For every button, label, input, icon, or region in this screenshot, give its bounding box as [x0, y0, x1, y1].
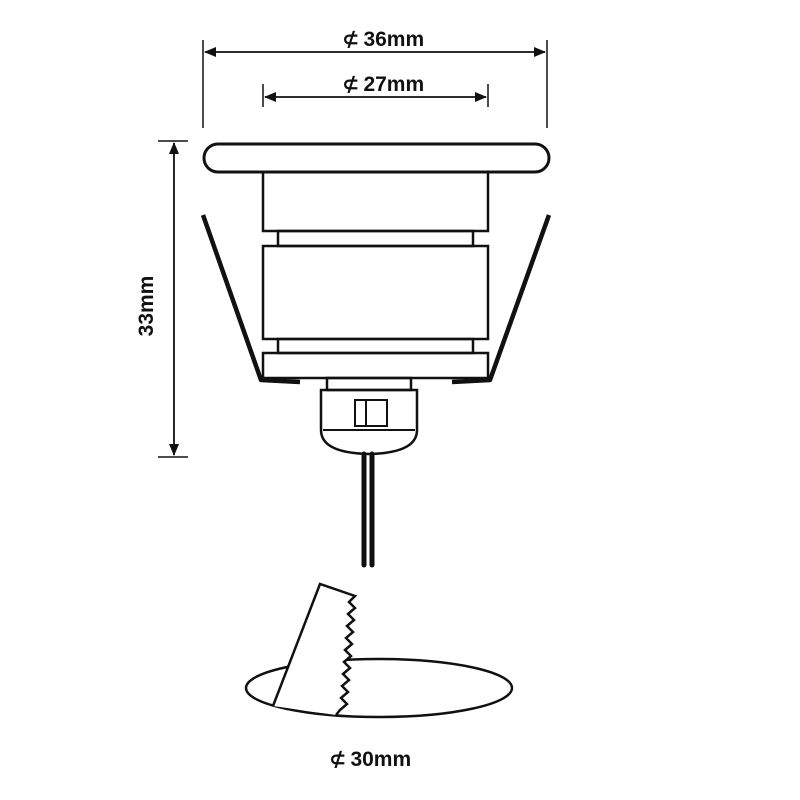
fixture-upper-body [261, 170, 490, 233]
height-label: 33mm [135, 276, 158, 337]
diameter-symbol: ⊄ [342, 28, 360, 51]
cutout-diameter-label: 30mm [350, 748, 411, 771]
diameter-symbol: ⊄ [342, 73, 360, 96]
fixture-neck-lower [276, 337, 475, 355]
fixture-neck-upper [276, 229, 475, 248]
inner-diameter-dimension: ⊄27mm [262, 73, 489, 107]
fixture-flange [202, 142, 551, 174]
svg-text:⊄30mm: ⊄30mm [329, 748, 411, 771]
power-cable [361, 451, 375, 568]
gland-nut [354, 399, 388, 427]
svg-text:⊄27mm: ⊄27mm [342, 73, 424, 96]
svg-text:⊄36mm: ⊄36mm [342, 28, 424, 51]
fixture-middle-body [261, 244, 490, 341]
fixture-base-ring [261, 351, 490, 380]
hole-saw-blade [271, 582, 358, 716]
height-dimension: 33mm [135, 140, 188, 458]
inner-diameter-label: 27mm [363, 73, 424, 96]
gland-collar [325, 376, 413, 392]
spring-clip-right [451, 214, 552, 385]
outer-diameter-dimension: ⊄36mm [202, 28, 548, 128]
cutout-hole [244, 657, 514, 719]
outer-diameter-label: 36mm [363, 28, 424, 51]
gland-dome [319, 388, 419, 456]
cutout-illustration [244, 582, 514, 719]
light-fixture [200, 142, 552, 385]
diameter-symbol: ⊄ [329, 748, 347, 771]
cable-gland [319, 376, 419, 456]
spring-clip-left [200, 214, 301, 385]
